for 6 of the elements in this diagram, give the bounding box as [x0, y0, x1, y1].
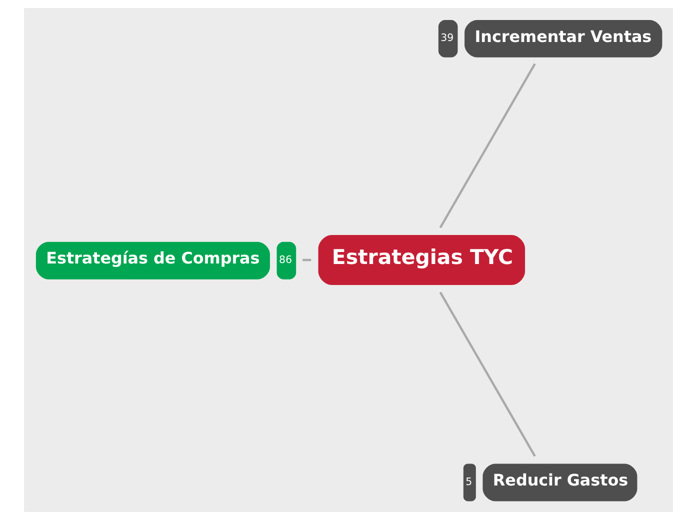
- connector: [438, 292, 536, 457]
- node-label: 86: [278, 255, 292, 266]
- connector: [438, 63, 536, 228]
- node-label: 5: [465, 476, 472, 488]
- node-box: Estrategias TYC: [318, 235, 525, 285]
- node-label: 39: [440, 33, 454, 44]
